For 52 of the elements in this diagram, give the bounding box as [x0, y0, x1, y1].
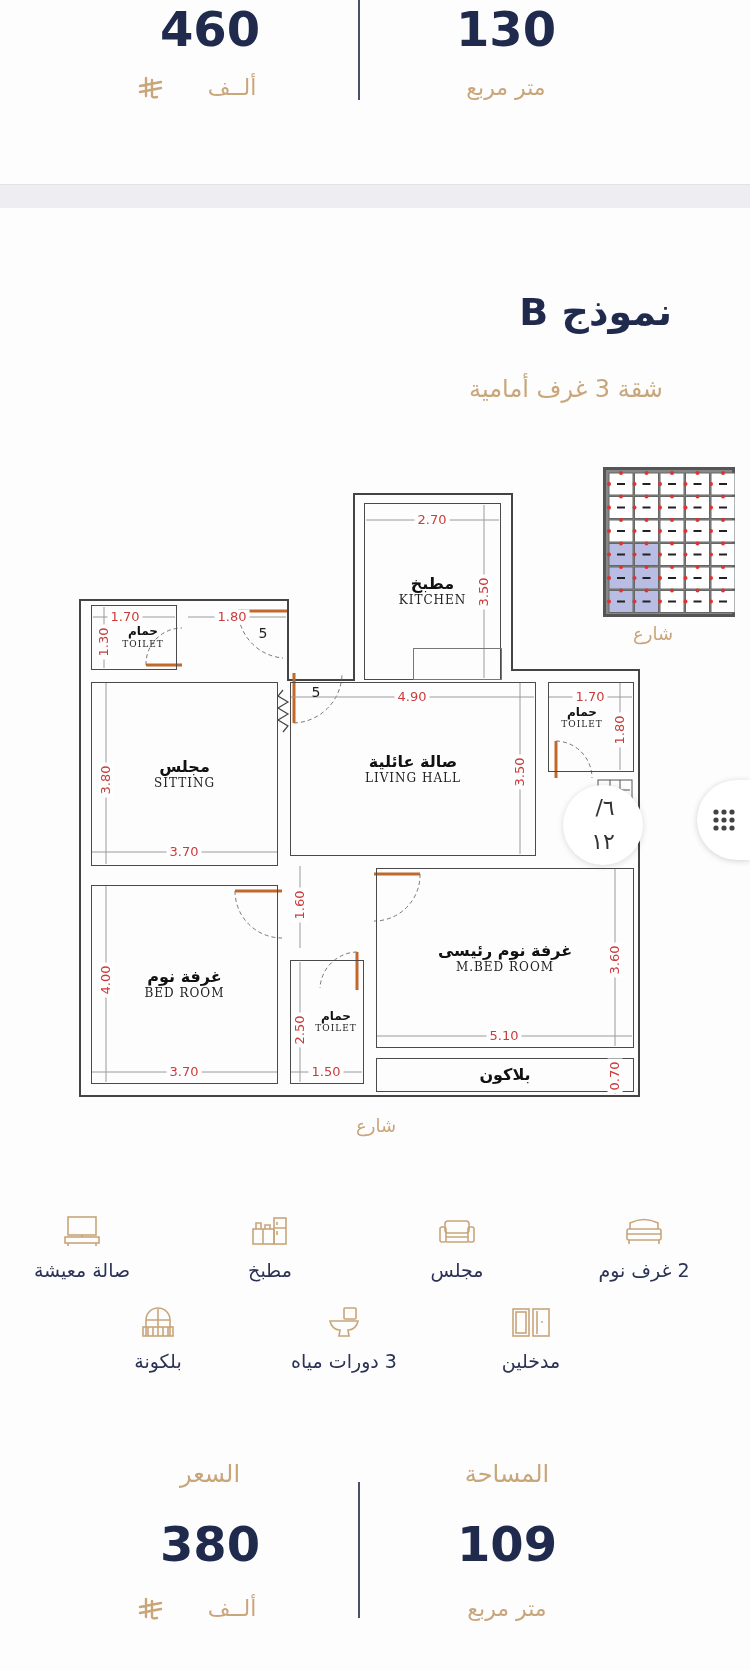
stat-heading: السعر [179, 1461, 241, 1489]
room-name-arabic: غرفة نوم [147, 967, 222, 987]
stat-value: 460 [159, 2, 261, 58]
room-name-arabic: مطبخ [410, 574, 455, 594]
stat-value: 130 [455, 2, 557, 58]
unit-label: متر مربع [467, 1596, 547, 1622]
amenity-label: 2 غرف نوم [598, 1260, 690, 1282]
room-name-arabic: حمام [567, 705, 597, 720]
amenity-label: مطبخ [248, 1260, 292, 1282]
room-name-english: M.BED ROOM [455, 959, 555, 976]
room [376, 868, 634, 1048]
street-label: شارع [356, 1115, 396, 1137]
unit-label: ألــف [207, 1596, 257, 1622]
stat-heading: المساحة [464, 1461, 550, 1489]
page-counter-text: ١٢ [591, 829, 615, 855]
room-name-arabic: مجلس [159, 756, 210, 776]
amenity-label: 3 دورات مياه [291, 1351, 397, 1373]
stat-value: 380 [159, 1517, 261, 1573]
street-label: شارع [633, 623, 673, 645]
amenity-label: صالة معيشة [33, 1260, 131, 1282]
amenity-label: مجلس [430, 1260, 484, 1282]
room-name-english: TOILET [561, 719, 603, 732]
room [290, 960, 364, 1084]
room-name-english: TOILET [315, 1023, 357, 1036]
kitchen-counter [413, 648, 502, 680]
door-number: 5 [258, 624, 268, 642]
room-name-english: LIVING HALL [364, 770, 462, 787]
room [91, 885, 278, 1084]
room-name-english: BED ROOM [144, 986, 225, 1002]
dimension-label: 1.80 [214, 609, 250, 625]
stat-value: 109 [456, 1517, 558, 1573]
model-title: نموذج B [519, 290, 672, 334]
room [91, 605, 177, 670]
room-name-arabic: صالة عائلية [368, 751, 458, 771]
amenity-label: بلكونة [134, 1351, 182, 1373]
room [91, 682, 278, 866]
unit-label: متر مربع [466, 75, 546, 101]
room-name-arabic: حمام [321, 1008, 351, 1024]
room-name-english: SITTING [154, 775, 215, 792]
room [290, 682, 536, 856]
room-name-arabic: بلاكون [479, 1065, 531, 1085]
room-name-english: TOILET [122, 638, 164, 651]
room [548, 682, 634, 772]
door-number: 5 [311, 683, 321, 701]
room-name-english: KITCHEN [398, 593, 467, 609]
page-counter-text: /٦ [595, 795, 615, 821]
dimension-label: 0.70 [607, 1058, 623, 1094]
room [376, 1058, 634, 1092]
unit-label: ألــف [207, 75, 257, 101]
room-name-arabic: غرفة نوم رئيسى [437, 940, 573, 960]
amenity-label: مدخلين [501, 1351, 561, 1373]
room-name-arabic: حمام [128, 624, 158, 639]
